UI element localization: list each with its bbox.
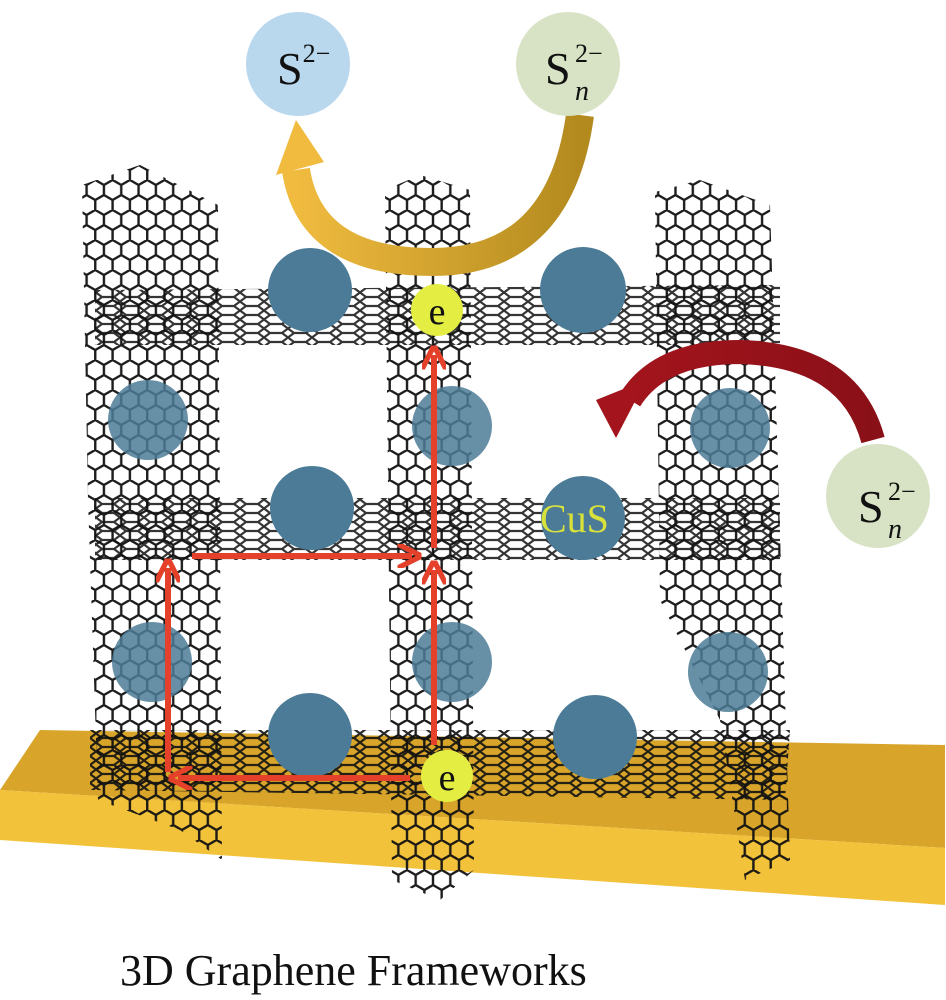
electron-path bbox=[168, 355, 434, 778]
graphene-sheet-middle bbox=[95, 498, 780, 560]
cus-particle bbox=[268, 693, 352, 777]
svg-text:S2−: S2− bbox=[277, 39, 330, 94]
cus-particle bbox=[541, 476, 625, 560]
polysulfide-symbol: S bbox=[545, 43, 571, 94]
sulfide-symbol: S bbox=[277, 43, 303, 94]
polysulfide-bubble-top: S 2− n bbox=[516, 12, 620, 116]
reduction-arrow bbox=[276, 113, 594, 277]
sulfide-charge: 2− bbox=[303, 39, 331, 68]
electron-label: e bbox=[429, 291, 446, 333]
cus-particle bbox=[270, 466, 354, 550]
cus-particle bbox=[268, 248, 352, 332]
electron-bottom: e bbox=[421, 750, 473, 802]
cus-particle bbox=[108, 380, 188, 460]
cus-particle bbox=[553, 695, 637, 779]
cus-particle bbox=[690, 388, 770, 468]
polysulfide-bubble-right: S 2− n bbox=[826, 444, 930, 548]
polysulfide-subscript: n bbox=[575, 76, 589, 107]
cus-particle bbox=[540, 247, 626, 333]
adsorption-arrow bbox=[596, 339, 885, 444]
cus-particle bbox=[412, 622, 492, 702]
cus-particle bbox=[688, 632, 768, 712]
electron-label: e bbox=[439, 757, 456, 799]
polysulfide-charge: 2− bbox=[888, 477, 916, 506]
cus-particle bbox=[112, 622, 192, 702]
polysulfide-charge: 2− bbox=[575, 39, 603, 68]
sulfide-bubble: S2− bbox=[246, 12, 350, 116]
reduction-arrow-head bbox=[276, 120, 324, 175]
figure-caption: 3D Graphene Frameworks bbox=[120, 946, 587, 995]
polysulfide-subscript: n bbox=[888, 514, 902, 545]
polysulfide-symbol: S bbox=[858, 481, 884, 532]
electron-top: e bbox=[411, 284, 463, 336]
adsorption-arrow-head bbox=[596, 380, 646, 438]
cus-particle bbox=[412, 386, 492, 466]
cus-label: CuS bbox=[540, 496, 609, 541]
